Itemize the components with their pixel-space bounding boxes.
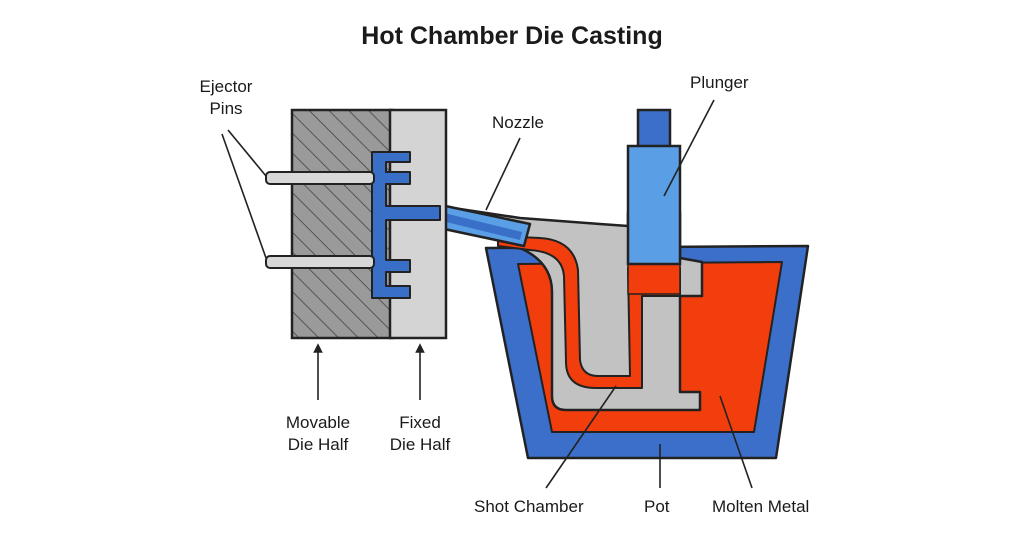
label-ejector-pins-line1: Ejector <box>199 77 253 96</box>
label-fixed-line2: Die Half <box>389 435 451 454</box>
label-pot: Pot <box>644 497 670 516</box>
label-plunger: Plunger <box>690 73 749 92</box>
cylinder-metal <box>627 261 681 295</box>
plunger-body <box>626 144 682 266</box>
label-ejector-pins-line2: Pins <box>209 99 243 118</box>
label-movable-line2: Die Half <box>287 435 349 454</box>
ejector-pin-lower <box>265 255 375 269</box>
label-nozzle: Nozzle <box>492 113 544 132</box>
label-ejector-pins: Ejector Pins <box>176 76 276 120</box>
die-cavity <box>371 151 441 299</box>
label-shot-chamber: Shot Chamber <box>474 497 584 516</box>
leader-lines <box>221 99 753 489</box>
label-movable-line1: Movable <box>285 413 351 432</box>
page-title: Hot Chamber Die Casting <box>361 22 663 50</box>
nozzle-channel <box>438 212 522 240</box>
fixed-die-half <box>388 108 448 340</box>
label-fixed-line1: Fixed <box>399 413 441 432</box>
ejector-pin-upper <box>265 171 375 185</box>
label-fixed-die-half: Fixed Die Half <box>372 412 468 456</box>
label-movable-die-half: Movable Die Half <box>266 412 370 456</box>
plunger-rod <box>636 108 672 150</box>
label-molten-metal: Molten Metal <box>712 497 810 516</box>
